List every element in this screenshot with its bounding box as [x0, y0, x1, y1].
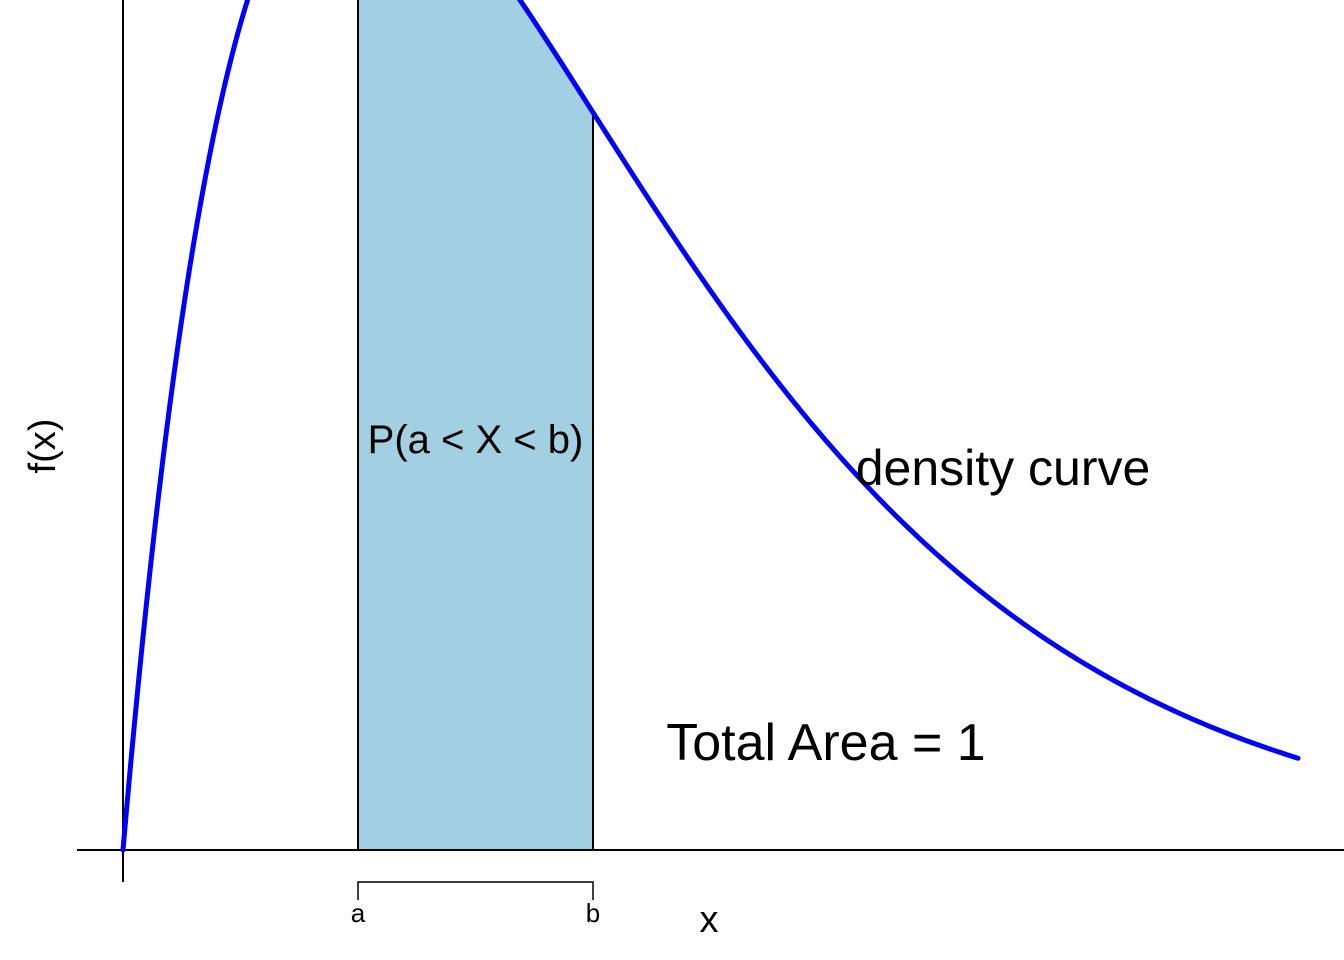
- probability-label: P(a < X < b): [368, 418, 584, 462]
- shaded-probability-region: [358, 0, 593, 850]
- tick-label-a: a: [351, 898, 366, 928]
- shaded-region-group: [357, 0, 594, 850]
- interval-bracket: [357, 881, 594, 900]
- total-area-label: Total Area = 1: [666, 714, 985, 772]
- y-axis-label: f(x): [22, 419, 64, 474]
- density-curve-line: [120, 0, 1301, 853]
- tick-label-b: b: [586, 898, 600, 928]
- x-axis-label: x: [700, 899, 719, 941]
- density-curve-label: density curve: [856, 440, 1151, 496]
